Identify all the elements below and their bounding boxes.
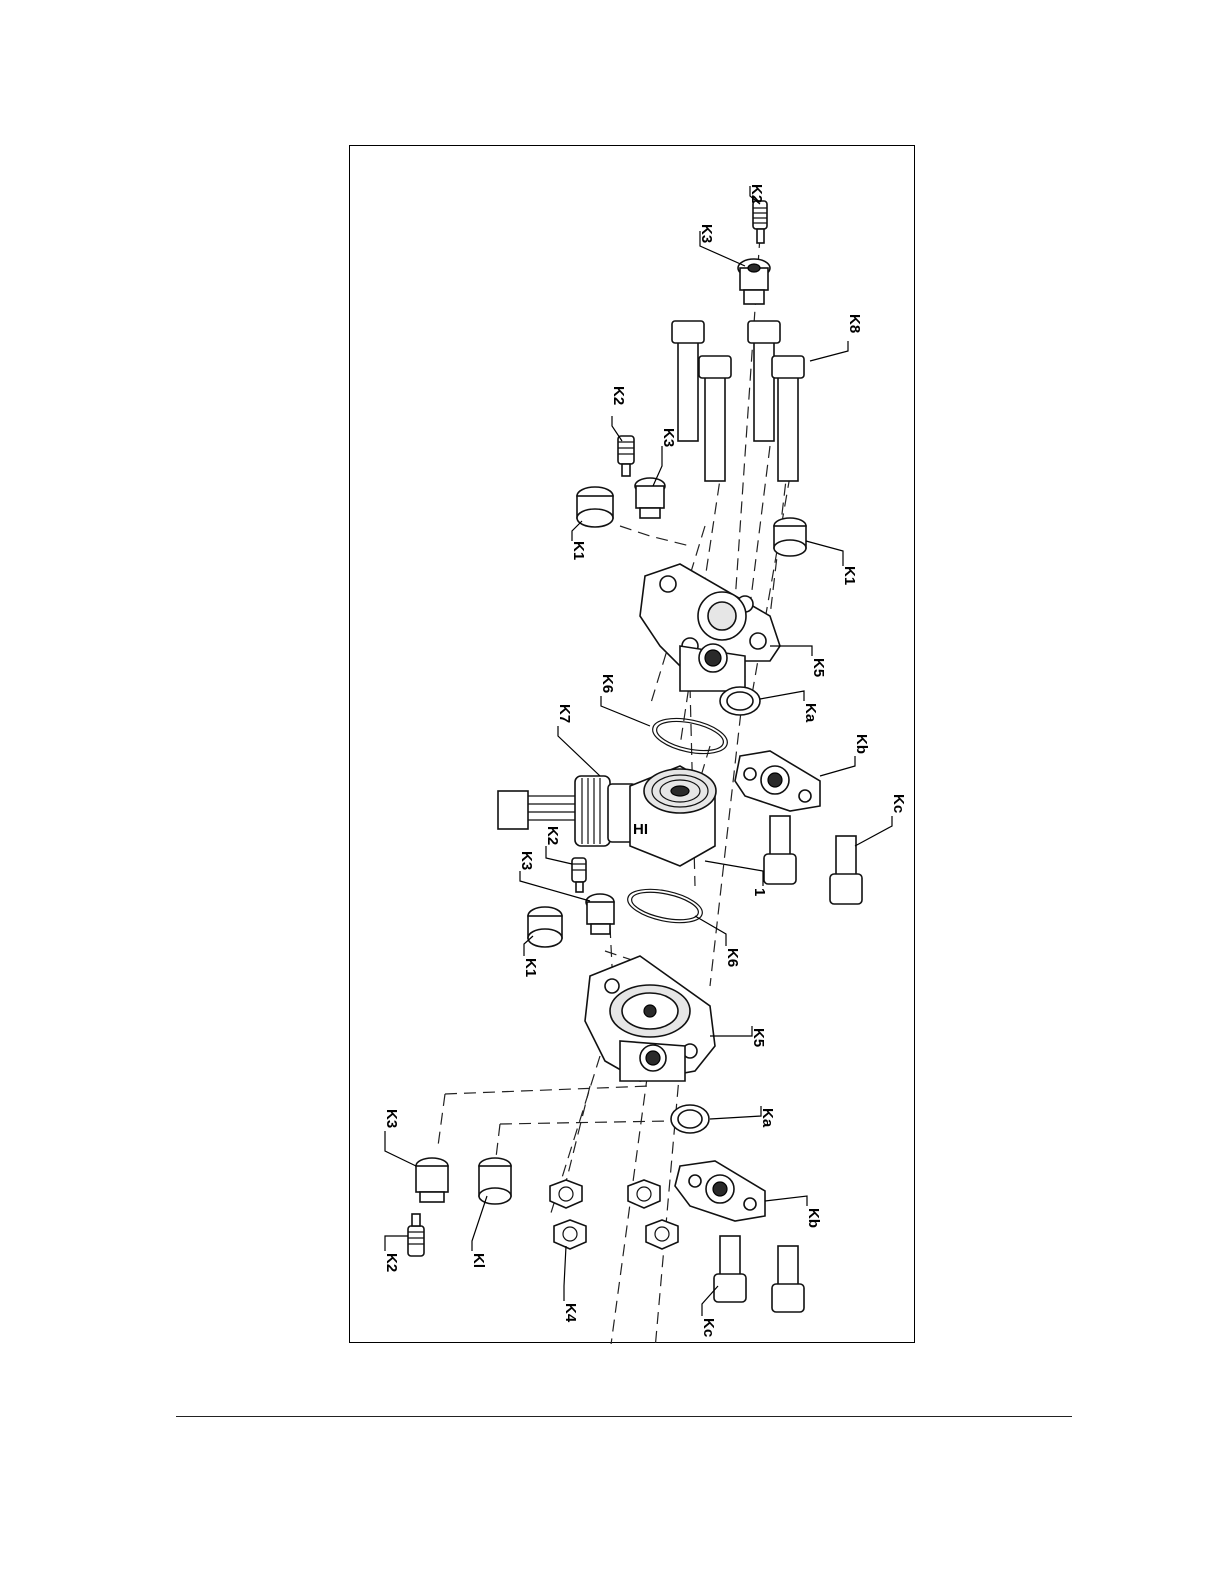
gasket-ring-upper — [720, 687, 760, 715]
plug-upper-left — [577, 487, 613, 527]
label-ka-lower: Ka — [759, 1108, 776, 1128]
fitting-right — [635, 478, 665, 518]
short-bolts-lower — [714, 1236, 804, 1312]
plug-bottom — [479, 1158, 511, 1204]
label-kb-upper: Kb — [853, 734, 870, 754]
gasket-ring-lower — [671, 1105, 709, 1133]
label-k1-upper-left: K1 — [570, 541, 587, 560]
bleed-screw-top — [753, 201, 767, 243]
label-k4: K4 — [562, 1303, 579, 1323]
label-k3-top: K3 — [698, 224, 715, 243]
fitting-bottom — [416, 1158, 448, 1202]
o-ring-lower — [625, 883, 706, 928]
exploded-parts-diagram: HI — [349, 145, 915, 1343]
label-k7: K7 — [556, 704, 573, 723]
label-k5-upper: K5 — [810, 658, 827, 677]
cover-lower — [585, 956, 715, 1081]
label-k6-lower: K6 — [724, 948, 741, 967]
exploded-view-drawing: HI — [350, 146, 916, 1344]
label-k2-right: K2 — [610, 386, 627, 405]
fitting-mid — [586, 894, 614, 934]
label-item-1: 1 — [751, 888, 768, 896]
label-k1-mid: K1 — [522, 958, 539, 977]
label-k2-bottom: K2 — [383, 1253, 400, 1272]
label-kc-upper: Kc — [890, 794, 907, 813]
leader-lines — [385, 186, 892, 1316]
label-kc-lower: Kc — [700, 1318, 717, 1337]
label-k3-right: K3 — [660, 428, 677, 447]
plug-upper-right — [774, 518, 806, 556]
label-k3-mid: K3 — [518, 851, 535, 870]
bleed-screw-mid — [572, 858, 586, 892]
bleed-screw-right — [618, 436, 634, 476]
flange-lower — [675, 1161, 765, 1221]
bleed-screw-bottom — [408, 1214, 424, 1256]
label-k5-lower: K5 — [750, 1028, 767, 1047]
label-k2-top: K2 — [748, 184, 765, 203]
short-bolts-upper — [764, 816, 862, 904]
part-labels: K2 K3 K8 K2 K3 K1 K1 K5 K6 Ka Kb Kc K7 K… — [383, 184, 907, 1337]
body-emblem: HI — [633, 821, 648, 838]
label-k6-upper: K6 — [599, 674, 616, 693]
fitting-top — [738, 259, 770, 304]
label-k1-bottom: Kl — [470, 1253, 487, 1268]
label-k2-mid: K2 — [544, 826, 561, 845]
label-k1-upper-right: K1 — [841, 566, 858, 585]
label-kb-lower: Kb — [805, 1208, 822, 1228]
footer-divider — [176, 1416, 1072, 1417]
o-ring-upper — [650, 712, 731, 759]
hex-nuts — [550, 1180, 678, 1249]
long-bolts — [672, 321, 804, 481]
plug-mid — [528, 907, 562, 947]
label-ka-upper: Ka — [802, 703, 819, 723]
label-k3-bottom: K3 — [383, 1109, 400, 1128]
flange-upper — [735, 751, 820, 811]
label-k8: K8 — [846, 314, 863, 333]
